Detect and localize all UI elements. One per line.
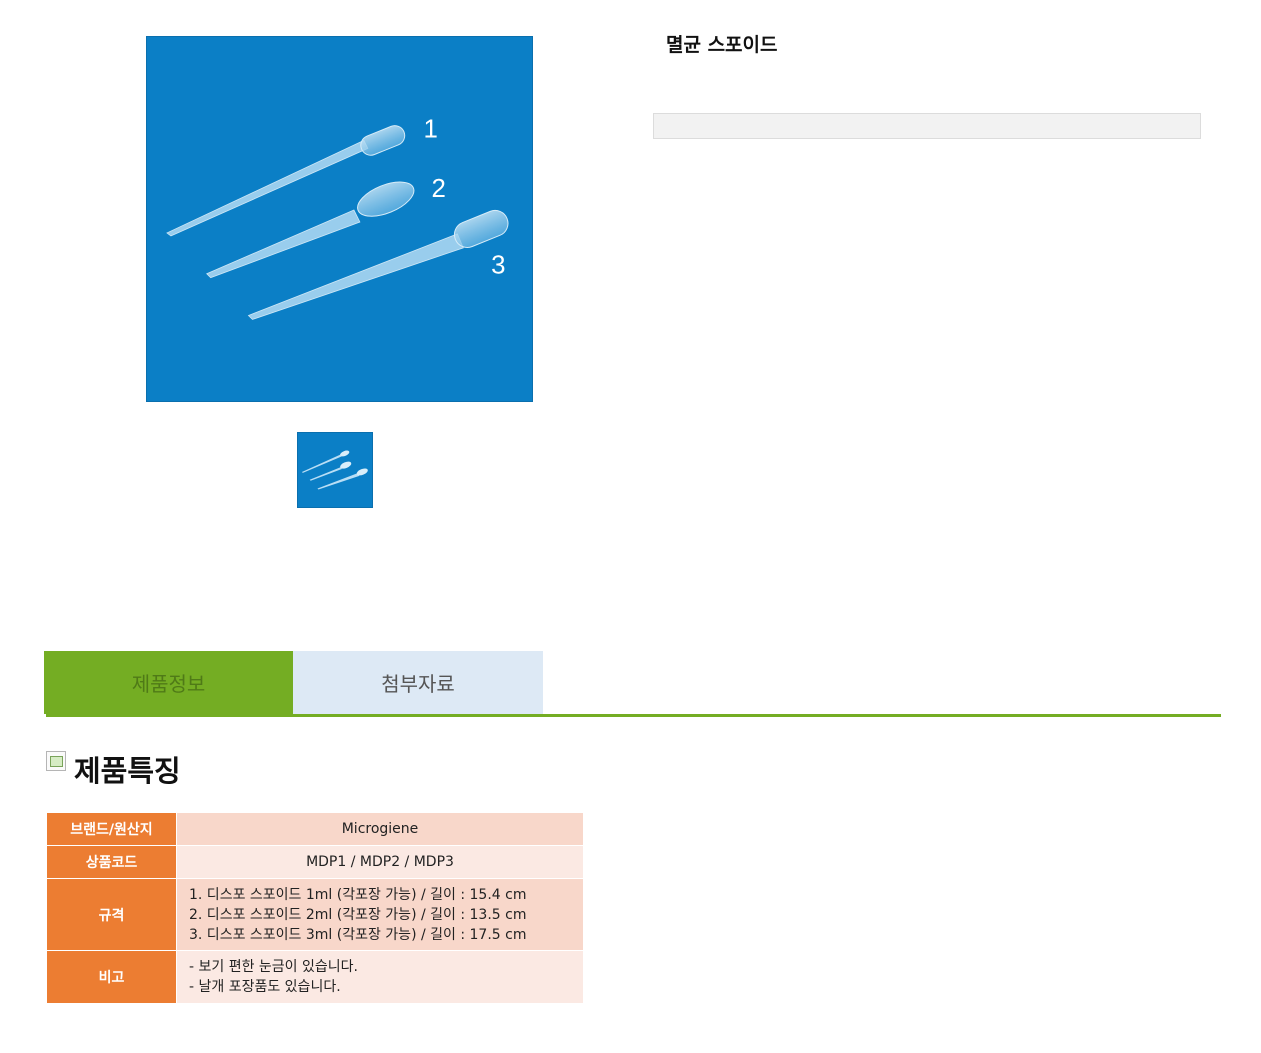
spec-value-line: 2. 디스포 스포이드 2ml (각포장 가능) / 길이 : 13.5 cm	[189, 906, 527, 923]
product-tabs: 제품정보 첨부자료	[44, 651, 543, 714]
broken-image-icon	[46, 751, 66, 771]
spec-value-code: MDP1 / MDP2 / MDP3	[176, 845, 584, 879]
spec-table: 브랜드/원산지 Microgiene 상품코드 MDP1 / MDP2 / MD…	[46, 812, 584, 1004]
spec-value-line: 1. 디스포 스포이드 1ml (각포장 가능) / 길이 : 15.4 cm	[189, 886, 527, 903]
pipette-3	[247, 209, 509, 320]
spec-value-size: 1. 디스포 스포이드 1ml (각포장 가능) / 길이 : 15.4 cm …	[176, 878, 584, 951]
table-row: 상품코드 MDP1 / MDP2 / MDP3	[46, 845, 584, 879]
spec-value-line: - 날개 포장품도 있습니다.	[189, 979, 341, 995]
spec-label-remarks: 비고	[46, 950, 177, 1004]
product-main-image: 1 2 3	[146, 36, 533, 402]
section-heading-text: 제품특징	[74, 754, 181, 788]
spec-label-size: 규격	[46, 878, 177, 951]
spec-value-line: Microgiene	[341, 821, 419, 837]
product-thumbnail[interactable]	[297, 432, 373, 508]
image-label-2: 2	[431, 175, 445, 203]
spec-value-line: MDP1 / MDP2 / MDP3	[306, 854, 454, 870]
pipette-1	[166, 125, 406, 237]
tab-underline	[46, 714, 1221, 717]
spec-value-brand: Microgiene	[176, 812, 584, 846]
tab-attachments[interactable]: 첨부자료	[293, 651, 543, 714]
pipette-2	[206, 181, 415, 279]
product-info-bar	[653, 113, 1201, 139]
image-label-3: 3	[491, 252, 505, 280]
section-heading: 제품특징	[46, 748, 181, 790]
spec-value-remarks: - 보기 편한 눈금이 있습니다. - 날개 포장품도 있습니다.	[176, 950, 584, 1004]
table-row: 규격 1. 디스포 스포이드 1ml (각포장 가능) / 길이 : 15.4 …	[46, 878, 584, 951]
tab-product-info[interactable]: 제품정보	[44, 651, 293, 714]
table-row: 브랜드/원산지 Microgiene	[46, 812, 584, 846]
image-label-1: 1	[424, 115, 438, 143]
product-title: 멸균 스포이드	[666, 34, 778, 56]
spec-label-brand: 브랜드/원산지	[46, 812, 177, 846]
spec-label-code: 상품코드	[46, 845, 177, 879]
spec-value-line: 3. 디스포 스포이드 3ml (각포장 가능) / 길이 : 17.5 cm	[189, 926, 527, 943]
table-row: 비고 - 보기 편한 눈금이 있습니다. - 날개 포장품도 있습니다.	[46, 950, 584, 1004]
spec-value-line: - 보기 편한 눈금이 있습니다.	[189, 959, 358, 975]
